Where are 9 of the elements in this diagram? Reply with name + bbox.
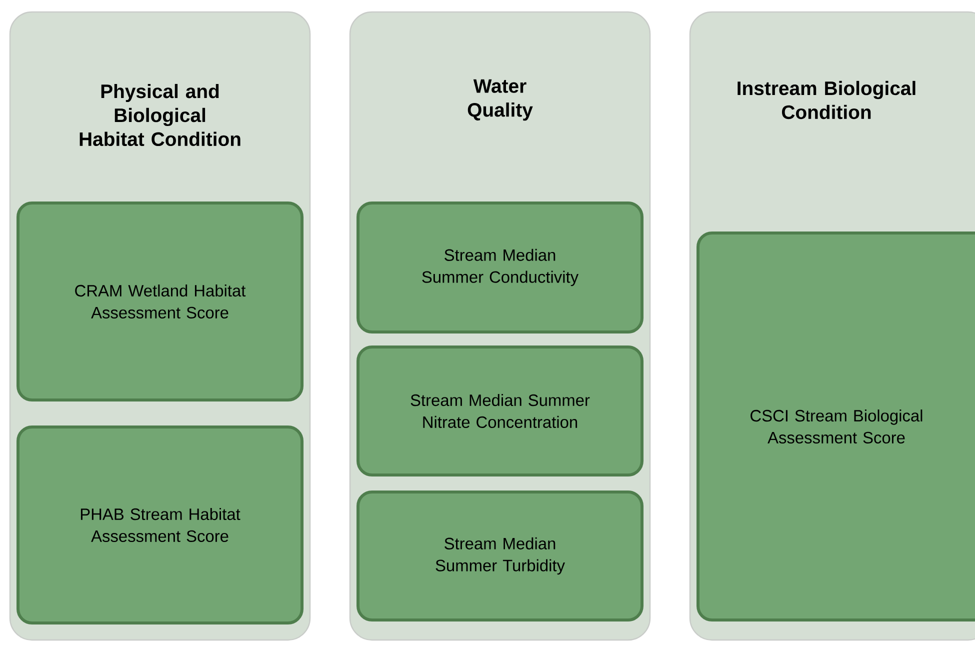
measure-box: Stream Median Summer Nitrate Concentration: [356, 346, 644, 476]
measure-box: CSCI Stream Biological Assessment Score: [696, 232, 975, 622]
column-heading: Instream Biological Condition: [738, 80, 916, 120]
column-heading: Water Quality: [468, 79, 533, 121]
measure-box: PHAB Stream Habitat Assessment Score: [16, 426, 304, 624]
column-heading: Physical and Biological Habitat Condition: [80, 84, 240, 146]
measure-box: Stream Median Summer Conductivity: [356, 202, 644, 334]
measure-box: Stream Median Summer Turbidity: [356, 490, 644, 622]
measure-box: CRAM Wetland Habitat Assessment Score: [16, 202, 304, 402]
